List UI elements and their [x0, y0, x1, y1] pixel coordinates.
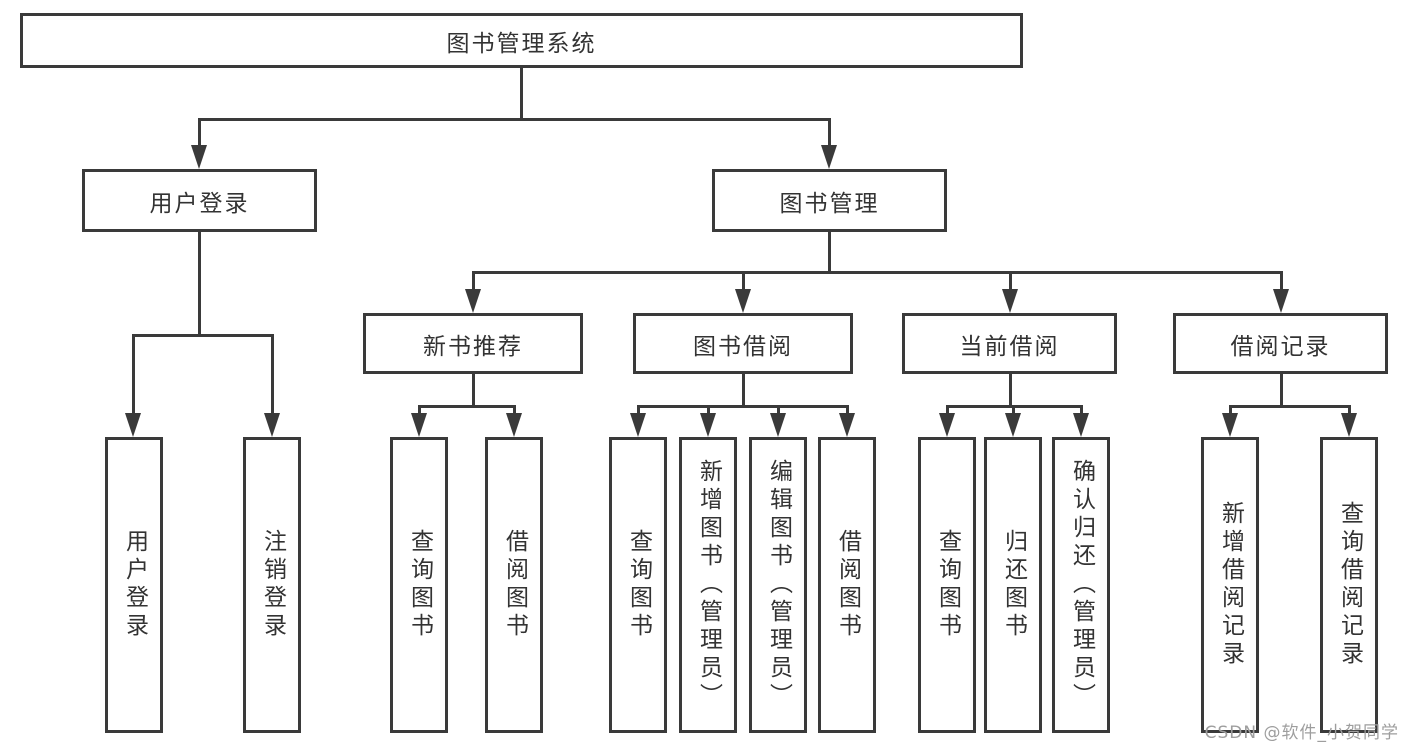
node-records-label: 借阅记录 [1230, 333, 1331, 360]
connector-line [1012, 405, 1015, 417]
arrow-down-icon [1222, 413, 1238, 437]
connector-line [1280, 374, 1283, 408]
connector-line [637, 405, 849, 408]
arrow-down-icon [1073, 413, 1089, 437]
connector-line [946, 405, 949, 417]
leaf-newbooks-query-label: 查询图书 [406, 529, 433, 641]
connector-line [1080, 405, 1083, 417]
connector-line [637, 405, 640, 417]
connector-line [418, 405, 421, 417]
connector-line [132, 334, 274, 337]
leaf-borrow-query-label: 查询图书 [625, 529, 652, 641]
leaf-current-confirm: 确认归还（管理员） [1052, 437, 1110, 733]
node-current-label: 当前借阅 [959, 333, 1060, 360]
connector-line [1229, 405, 1232, 417]
arrow-down-icon [821, 145, 837, 169]
leaf-user-login-label: 用户登录 [121, 529, 148, 641]
arrow-down-icon [839, 413, 855, 437]
leaf-current-query: 查询图书 [918, 437, 976, 733]
arrow-down-icon [1273, 289, 1289, 313]
connector-line [472, 271, 475, 293]
leaf-records-query-label: 查询借阅记录 [1336, 501, 1363, 669]
connector-line [707, 405, 710, 417]
node-new-books-label: 新书推荐 [423, 333, 523, 360]
arrow-down-icon [125, 413, 141, 437]
node-borrow-label: 图书借阅 [693, 333, 793, 360]
connector-line [1009, 271, 1012, 293]
leaf-borrow-borrow: 借阅图书 [818, 437, 876, 733]
node-records: 借阅记录 [1173, 313, 1388, 374]
node-borrow: 图书借阅 [633, 313, 853, 374]
leaf-newbooks-borrow: 借阅图书 [485, 437, 543, 733]
node-root-label: 图书管理系统 [446, 30, 597, 57]
node-user-login-label: 用户登录 [149, 190, 250, 217]
connector-line [1229, 405, 1351, 408]
connector-line [513, 405, 516, 417]
connector-line [742, 271, 745, 293]
arrow-down-icon [411, 413, 427, 437]
arrow-down-icon [1341, 413, 1357, 437]
leaf-newbooks-borrow-label: 借阅图书 [501, 529, 528, 641]
connector-line [828, 118, 831, 150]
arrow-down-icon [939, 413, 955, 437]
connector-line [472, 374, 475, 408]
leaf-records-query: 查询借阅记录 [1320, 437, 1378, 733]
leaf-current-confirm-label: 确认归还（管理员） [1068, 459, 1095, 711]
node-current: 当前借阅 [902, 313, 1117, 374]
connector-line [418, 405, 516, 408]
arrow-down-icon [506, 413, 522, 437]
connector-line [1348, 405, 1351, 417]
arrow-down-icon [191, 145, 207, 169]
leaf-borrow-add: 新增图书（管理员） [679, 437, 737, 733]
leaf-logout-label: 注销登录 [259, 529, 286, 641]
connector-line [1009, 374, 1012, 408]
connector-line [846, 405, 849, 417]
leaf-borrow-add-label: 新增图书（管理员） [695, 459, 722, 711]
connector-line [271, 334, 274, 416]
leaf-user-login: 用户登录 [105, 437, 163, 733]
connector-line [198, 232, 201, 337]
watermark: CSDN @软件_小贺同学 [1204, 723, 1399, 743]
arrow-down-icon [770, 413, 786, 437]
leaf-records-add-label: 新增借阅记录 [1217, 501, 1244, 669]
connector-line [777, 405, 780, 417]
connector-line [742, 374, 745, 408]
arrow-down-icon [264, 413, 280, 437]
connector-line [132, 334, 135, 416]
arrow-down-icon [630, 413, 646, 437]
node-book-mgmt-label: 图书管理 [779, 190, 880, 217]
node-root: 图书管理系统 [20, 13, 1023, 68]
connector-line [198, 118, 201, 150]
arrow-down-icon [465, 289, 481, 313]
leaf-logout: 注销登录 [243, 437, 301, 733]
arrow-down-icon [1005, 413, 1021, 437]
connector-line [520, 68, 523, 121]
leaf-records-add: 新增借阅记录 [1201, 437, 1259, 733]
node-new-books: 新书推荐 [363, 313, 583, 374]
leaf-borrow-edit-label: 编辑图书（管理员） [765, 459, 792, 711]
arrow-down-icon [1002, 289, 1018, 313]
node-book-mgmt: 图书管理 [712, 169, 947, 232]
connector-line [1280, 271, 1283, 293]
leaf-borrow-query: 查询图书 [609, 437, 667, 733]
connector-line [198, 118, 830, 121]
arrow-down-icon [700, 413, 716, 437]
leaf-current-return: 归还图书 [984, 437, 1042, 733]
arrow-down-icon [735, 289, 751, 313]
leaf-borrow-edit: 编辑图书（管理员） [749, 437, 807, 733]
leaf-current-return-label: 归还图书 [1000, 529, 1027, 641]
connector-line [472, 271, 1283, 274]
leaf-borrow-borrow-label: 借阅图书 [834, 529, 861, 641]
leaf-newbooks-query: 查询图书 [390, 437, 448, 733]
leaf-current-query-label: 查询图书 [934, 529, 961, 641]
connector-line [828, 232, 831, 274]
node-user-login: 用户登录 [82, 169, 317, 232]
